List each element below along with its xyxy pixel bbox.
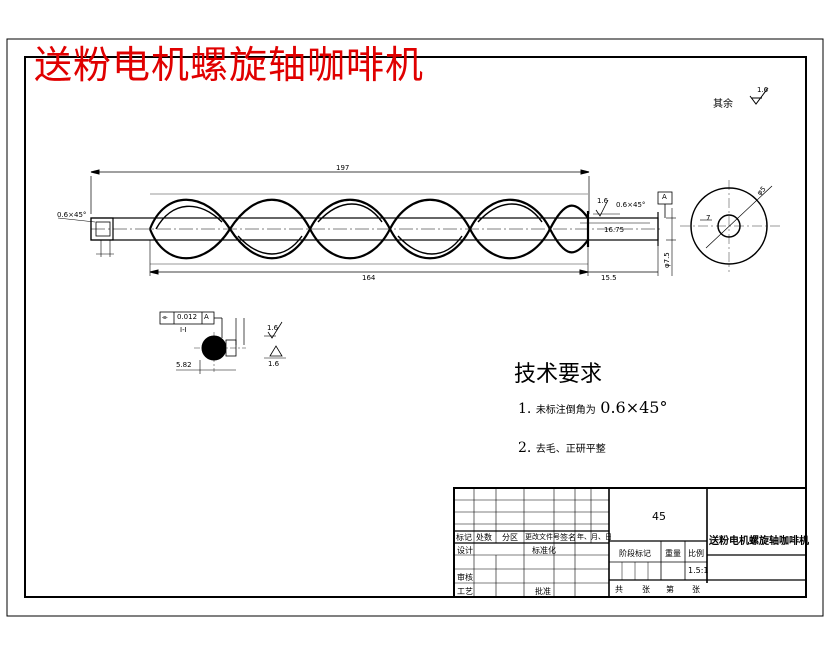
roughness-symbol-top — [749, 87, 769, 105]
header-change-doc: 更改文件号 — [525, 533, 560, 541]
sheets-unit: 张 — [642, 585, 650, 594]
header-date: 年、月、日 — [577, 533, 612, 541]
dim-left-chamfer: 0.6×45° — [57, 211, 87, 219]
row-weight: 重量 — [665, 549, 681, 558]
surface-note-roughness: 1.6 — [757, 86, 769, 94]
red-title-overlay: 送粉电机螺旋轴咖啡机 — [34, 43, 425, 87]
row-scale-label: 比例 — [688, 549, 704, 558]
requirement-1-prefix: 1. — [518, 401, 532, 417]
row-standardize: 标准化 — [532, 546, 556, 555]
row-approve: 批准 — [535, 587, 551, 596]
dim-keyway-depth: 16.75 — [604, 226, 625, 234]
shaft-main-view — [57, 169, 676, 276]
inner-frame — [24, 56, 807, 598]
dim-end-length: 15.5 — [601, 274, 617, 282]
section-label: I-I — [180, 326, 187, 334]
dim-helix-length: 164 — [362, 274, 376, 282]
header-count: 处数 — [476, 533, 492, 542]
title-block-scale: 1.5:1 — [688, 566, 709, 575]
end-view — [680, 180, 780, 272]
row-design: 设计 — [457, 546, 473, 555]
header-zone: 分区 — [502, 533, 518, 542]
row-process: 工艺 — [457, 587, 473, 596]
row-stage-mark: 阶段标记 — [619, 549, 651, 558]
requirement-1-text: 未标注倒角为 — [535, 405, 596, 416]
sheet-number: 第 — [666, 585, 674, 594]
dim-right-roughness: 1.6 — [597, 197, 609, 205]
tech-requirements-heading: 技术要求 — [514, 362, 603, 387]
requirement-1-value: 0.6×45° — [600, 398, 668, 417]
section-rough-2: 1.6 — [268, 360, 280, 368]
section-datum: A — [204, 313, 209, 321]
section-dim: 5.82 — [176, 361, 192, 369]
section-tolerance-symbol: ⌯ — [162, 313, 168, 321]
end-view-dim: 7 — [706, 214, 711, 222]
requirement-2: 2. 去毛、正研平整 — [518, 440, 606, 456]
sheets-total: 共 — [615, 585, 623, 594]
outer-frame — [6, 38, 824, 617]
datum-a-label: A — [662, 193, 667, 201]
row-review: 审核 — [457, 573, 473, 582]
section-tolerance: 0.012 — [177, 313, 198, 321]
title-block-grid — [453, 487, 807, 598]
requirement-2-prefix: 2. — [518, 440, 532, 456]
requirement-2-text: 去毛、正研平整 — [535, 444, 606, 455]
section-rough-1: 1.6 — [267, 324, 279, 332]
dim-right-chamfer: 0.6×45° — [616, 201, 646, 209]
header-sign: 签名 — [560, 533, 576, 542]
title-block-part-name: 送粉电机螺旋轴咖啡机 — [709, 536, 809, 547]
title-block-material: 45 — [652, 510, 666, 523]
surface-note-label: 其余 — [713, 99, 733, 110]
sheet-unit: 张 — [692, 585, 700, 594]
dim-diameter: φ7.5 — [663, 252, 671, 268]
dim-overall-length: 197 — [336, 164, 350, 172]
requirement-1: 1. 未标注倒角为 0.6×45° — [518, 398, 667, 417]
section-view — [159, 311, 286, 374]
header-mark: 标记 — [456, 533, 472, 542]
